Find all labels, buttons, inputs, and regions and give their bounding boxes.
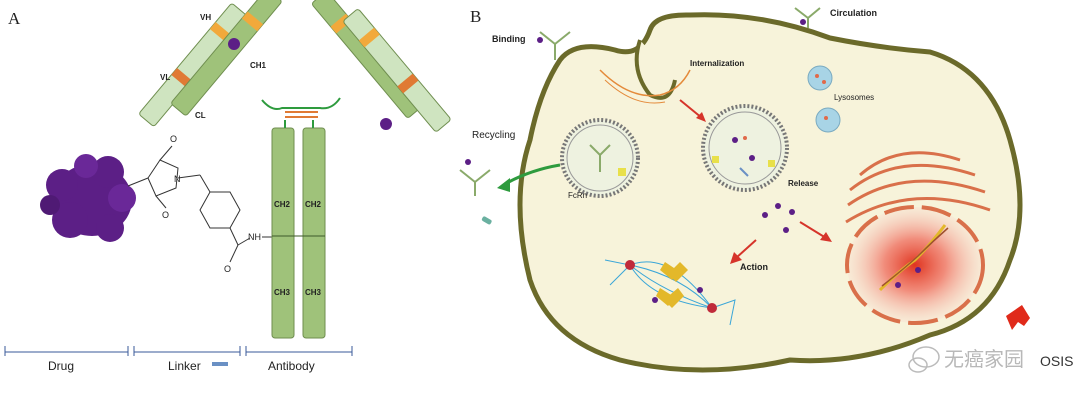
label-lysosomes: Lysosomes bbox=[834, 93, 874, 102]
section-linker: Linker bbox=[168, 359, 201, 373]
label-ch3-left: CH3 bbox=[274, 288, 291, 297]
label-cl: CL bbox=[195, 111, 206, 120]
label-vl: VL bbox=[160, 73, 170, 82]
chem-nh: NH bbox=[248, 232, 261, 242]
label-ch2-right: CH2 bbox=[305, 200, 322, 209]
label-recycling: Recycling bbox=[472, 130, 515, 141]
watermark-text: 无癌家园 bbox=[944, 347, 1024, 371]
endosome bbox=[701, 104, 789, 192]
chem-o-amide: O bbox=[224, 264, 231, 274]
linker-structure bbox=[127, 145, 251, 263]
label-action: Action bbox=[740, 262, 768, 272]
lysosomes bbox=[807, 65, 841, 133]
chem-o-top: O bbox=[170, 134, 177, 144]
label-ch3-right: CH3 bbox=[305, 288, 322, 297]
label-circulation: Circulation bbox=[830, 8, 877, 18]
section-antibody: Antibody bbox=[268, 359, 315, 373]
panel-a-letter: A bbox=[8, 9, 21, 28]
internalization-arrow bbox=[679, 99, 703, 119]
nucleus bbox=[845, 151, 991, 325]
watermark-suffix: OSIS bbox=[1040, 353, 1073, 369]
drug-molecule bbox=[40, 154, 136, 242]
chem-n: N bbox=[174, 174, 181, 184]
label-internalization: Internalization bbox=[690, 59, 744, 68]
panel-b-letter: B bbox=[470, 7, 481, 26]
label-fcrn: FcRn bbox=[568, 191, 587, 200]
antibody-diagram bbox=[139, 0, 451, 339]
antibody-icon-binding bbox=[539, 31, 571, 60]
label-binding: Binding bbox=[492, 34, 526, 44]
chem-o-bottom: O bbox=[162, 210, 169, 220]
action-arrow bbox=[735, 239, 757, 259]
antibody-icon-circulation bbox=[794, 7, 821, 28]
label-vh: VH bbox=[200, 13, 211, 22]
label-release: Release bbox=[788, 179, 819, 188]
label-ch2-left: CH2 bbox=[274, 200, 291, 209]
section-drug: Drug bbox=[48, 359, 74, 373]
section-brackets bbox=[4, 346, 353, 356]
nucleus-arrow bbox=[799, 221, 827, 239]
label-ch1: CH1 bbox=[250, 61, 267, 70]
chromosomes bbox=[656, 262, 688, 308]
linker-legend-swatch bbox=[212, 362, 228, 366]
antibody-icon-recycled bbox=[459, 169, 491, 196]
recycling-vesicle bbox=[560, 118, 640, 198]
apoptosis-arrow bbox=[1006, 305, 1030, 330]
watermark bbox=[908, 346, 940, 373]
